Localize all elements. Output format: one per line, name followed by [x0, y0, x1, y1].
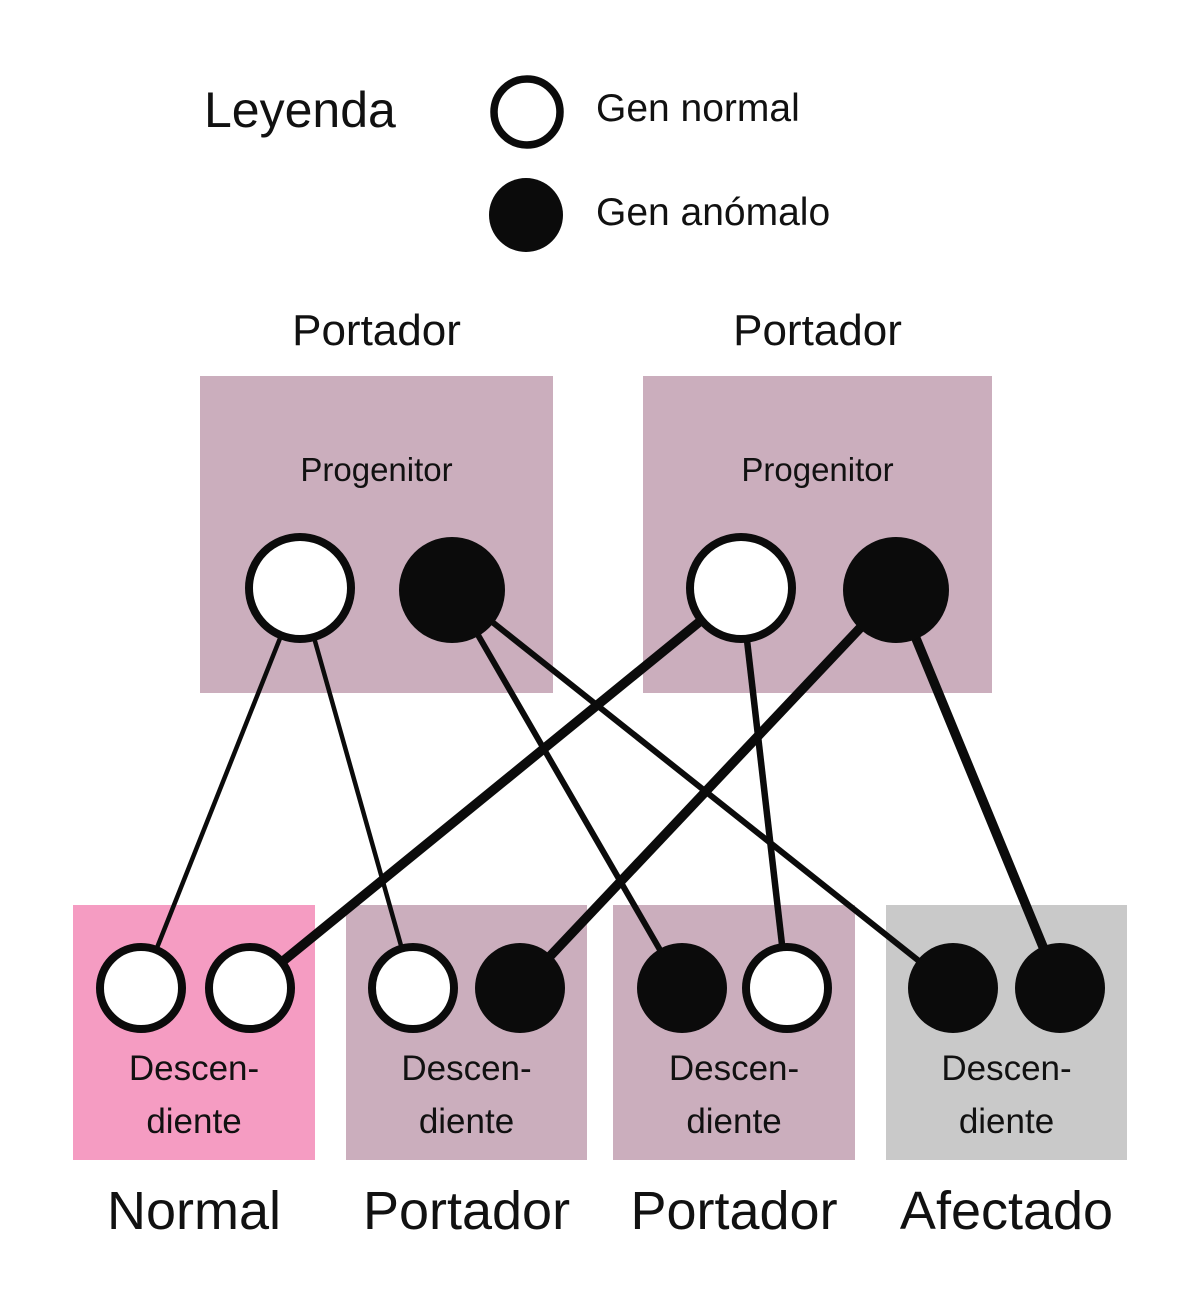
offspring2-box-label-line1: Descen- [401, 1049, 532, 1088]
legend-item-gen-anomalo-label: Gen anómalo [596, 191, 831, 234]
offspring2-box-label-line2: diente [418, 1102, 515, 1141]
offspring3-box-label: Descen- diente [613, 1042, 855, 1148]
offspring4-box-label-line1: Descen- [941, 1049, 1072, 1088]
parent1-box [200, 376, 553, 693]
parent1-title: Portador [292, 306, 461, 355]
offspring1-box-label-line2: diente [146, 1102, 242, 1141]
offspring4-outcome-label: Afectado [899, 1181, 1114, 1241]
offspring1-box-label: Descen- diente [73, 1042, 315, 1148]
offspring4-box-label-line2: diente [958, 1102, 1055, 1141]
offspring2-outcome-label: Portador [362, 1181, 571, 1241]
parent1-box-label: Progenitor [300, 451, 453, 488]
parent2-box-label: Progenitor [741, 451, 894, 488]
offspring3-box-label-line2: diente [686, 1102, 782, 1141]
offspring3-outcome-label: Portador [630, 1181, 838, 1241]
parent2-title: Portador [733, 306, 902, 355]
offspring4-box-label: Descen- diente [886, 1042, 1127, 1148]
legend-title: Leyenda [204, 82, 396, 138]
offspring2-box-label: Descen- diente [346, 1042, 587, 1148]
offspring1-outcome-label: Normal [106, 1181, 282, 1241]
legend-gen-anomalo-circle [489, 178, 563, 252]
offspring1-box-label-line1: Descen- [128, 1049, 260, 1088]
parent2-box [643, 376, 992, 693]
offspring3-box-label-line1: Descen- [668, 1049, 800, 1088]
legend-gen-normal-circle [490, 75, 564, 149]
legend-item-gen-normal-label: Gen normal [596, 87, 800, 130]
